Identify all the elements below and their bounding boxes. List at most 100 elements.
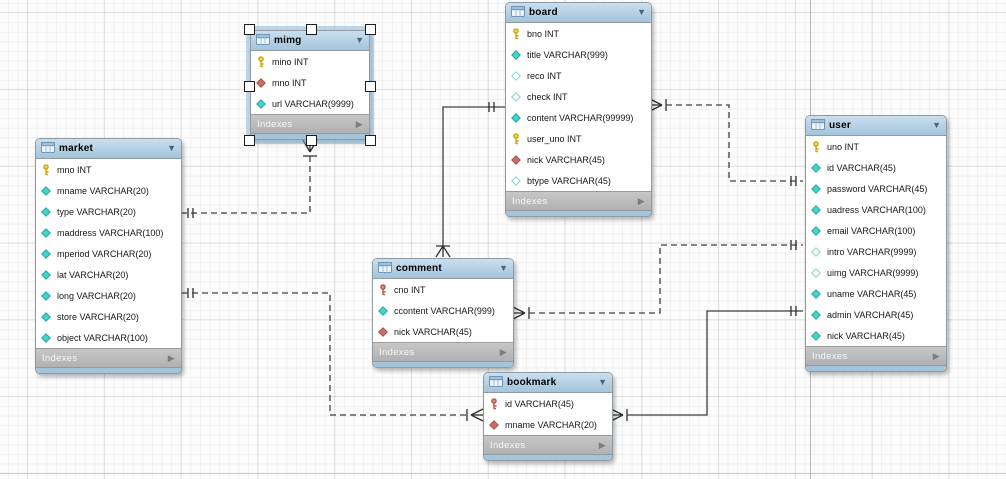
selection-handle[interactable]	[244, 24, 255, 35]
column-row[interactable]: intro VARCHAR(9999)	[806, 241, 946, 262]
column-label: reco INT	[527, 70, 562, 81]
table-header-comment[interactable]: comment ▼	[373, 259, 513, 279]
collapse-arrow-icon[interactable]: ▼	[167, 143, 176, 153]
column-label: id VARCHAR(45)	[827, 162, 896, 173]
expand-indexes-icon[interactable]: ▶	[167, 352, 175, 363]
column-label: uname VARCHAR(45)	[827, 288, 917, 299]
table-header-user[interactable]: user▼	[806, 116, 946, 136]
column-row[interactable]: ccontent VARCHAR(999)	[373, 300, 513, 321]
column-row[interactable]: object VARCHAR(100)	[36, 327, 181, 348]
column-row[interactable]: admin VARCHAR(45)	[806, 304, 946, 325]
indexes-row[interactable]: Indexes▶	[373, 342, 513, 361]
selection-handle[interactable]	[365, 135, 376, 146]
notnull-diamond-icon	[810, 225, 822, 236]
column-row[interactable]: reco INT	[506, 65, 651, 86]
column-label: lat VARCHAR(20)	[57, 269, 129, 280]
column-row[interactable]: content VARCHAR(99999)	[506, 107, 651, 128]
table-header-market[interactable]: market▼	[36, 139, 181, 159]
notnull-diamond-icon	[40, 185, 52, 196]
expand-indexes-icon[interactable]: ▶	[932, 350, 940, 361]
column-row[interactable]: mino INT	[251, 51, 369, 72]
collapse-arrow-icon[interactable]: ▼	[637, 7, 646, 17]
collapse-arrow-icon[interactable]: ▼	[499, 263, 508, 273]
column-row[interactable]: bno INT	[506, 23, 651, 44]
indexes-label: Indexes	[42, 352, 78, 364]
table-icon	[41, 142, 55, 155]
column-row[interactable]: id VARCHAR(45)	[806, 157, 946, 178]
indexes-row[interactable]: Indexes ▶	[36, 348, 181, 367]
selection-handle[interactable]	[305, 24, 317, 35]
notnull-diamond-icon	[40, 332, 52, 343]
column-row[interactable]: mname VARCHAR(20)	[484, 414, 612, 435]
expand-indexes-icon[interactable]: ▶	[499, 346, 507, 357]
column-row[interactable]: password VARCHAR(45)	[806, 178, 946, 199]
column-row[interactable]: mperiod VARCHAR(20)	[36, 243, 181, 264]
column-row[interactable]: uno INT	[806, 136, 946, 157]
selection-handle[interactable]	[365, 24, 376, 35]
column-row[interactable]: mno INT	[36, 159, 181, 180]
expand-indexes-icon[interactable]: ▶	[355, 118, 363, 129]
column-row[interactable]: long VARCHAR(20)	[36, 285, 181, 306]
selection-handle[interactable]	[244, 80, 255, 92]
column-row[interactable]: maddress VARCHAR(100)	[36, 222, 181, 243]
column-row[interactable]: uname VARCHAR(45)	[806, 283, 946, 304]
column-label: ccontent VARCHAR(999)	[394, 305, 495, 316]
column-label: uno INT	[827, 141, 860, 152]
relationship-bookmark-market[interactable]	[182, 288, 484, 422]
column-row[interactable]: btype VARCHAR(45)	[506, 170, 651, 191]
relationship-comment-board[interactable]	[435, 102, 505, 258]
column-row[interactable]: nick VARCHAR(45)	[373, 321, 513, 342]
column-row[interactable]: id VARCHAR(45)	[484, 393, 612, 414]
relationship-board-user[interactable]	[649, 98, 803, 186]
table-title: comment	[396, 263, 442, 274]
column-label: nick VARCHAR(45)	[527, 154, 605, 165]
page-boundary-horizontal	[0, 473, 1006, 474]
collapse-arrow-icon[interactable]: ▼	[598, 377, 607, 387]
indexes-row[interactable]: Indexes▶	[506, 191, 651, 210]
table-header-mimg[interactable]: mimg▼	[251, 31, 369, 51]
selection-handle[interactable]	[305, 135, 317, 146]
expand-indexes-icon[interactable]: ▶	[637, 195, 645, 206]
column-row[interactable]: store VARCHAR(20)	[36, 306, 181, 327]
indexes-row[interactable]: Indexes▶	[484, 435, 612, 454]
relationship-comment-user[interactable]	[512, 240, 803, 320]
table-comment[interactable]: comment ▼ cno INT ccontent VARCHAR(999) nick…	[372, 258, 514, 368]
expand-indexes-icon[interactable]: ▶	[598, 439, 606, 450]
column-row[interactable]: check INT	[506, 86, 651, 107]
column-row[interactable]: mno INT	[251, 72, 369, 93]
column-row[interactable]: user_uno INT	[506, 128, 651, 149]
column-row[interactable]: nick VARCHAR(45)	[506, 149, 651, 170]
table-title: bookmark	[507, 377, 557, 388]
column-row[interactable]: title VARCHAR(999)	[506, 44, 651, 65]
collapse-arrow-icon[interactable]: ▼	[932, 120, 941, 130]
table-user[interactable]: user▼ uno INT id VARCHAR(45) password VARCH…	[805, 115, 947, 372]
column-row[interactable]: cno INT	[373, 279, 513, 300]
column-row[interactable]: mname VARCHAR(20)	[36, 180, 181, 201]
column-row[interactable]: lat VARCHAR(20)	[36, 264, 181, 285]
column-label: long VARCHAR(20)	[57, 290, 136, 301]
column-row[interactable]: email VARCHAR(100)	[806, 220, 946, 241]
collapse-arrow-icon[interactable]: ▼	[355, 35, 364, 45]
selection-handle[interactable]	[244, 135, 255, 146]
column-row[interactable]: nick VARCHAR(45)	[806, 325, 946, 346]
table-bookmark[interactable]: bookmark ▼ id VARCHAR(45)mname VARCHAR(20)…	[483, 372, 613, 461]
table-header-board[interactable]: board▼	[506, 3, 651, 23]
column-label: password VARCHAR(45)	[827, 183, 928, 194]
table-header-bookmark[interactable]: bookmark ▼	[484, 373, 612, 393]
indexes-row[interactable]: Indexes▶	[806, 346, 946, 365]
table-bottom-edge	[806, 365, 946, 371]
column-row[interactable]: uadress VARCHAR(100)	[806, 199, 946, 220]
indexes-row[interactable]: Indexes▶	[251, 114, 369, 133]
column-row[interactable]: uimg VARCHAR(9999)	[806, 262, 946, 283]
selection-handle[interactable]	[365, 80, 376, 92]
relationship-mimg-market[interactable]	[182, 139, 318, 218]
relationship-bookmark-user[interactable]	[610, 306, 803, 422]
column-row[interactable]: url VARCHAR(9999)	[251, 93, 369, 114]
column-label: btype VARCHAR(45)	[527, 175, 611, 186]
table-bottom-edge	[373, 361, 513, 367]
column-row[interactable]: type VARCHAR(20)	[36, 201, 181, 222]
